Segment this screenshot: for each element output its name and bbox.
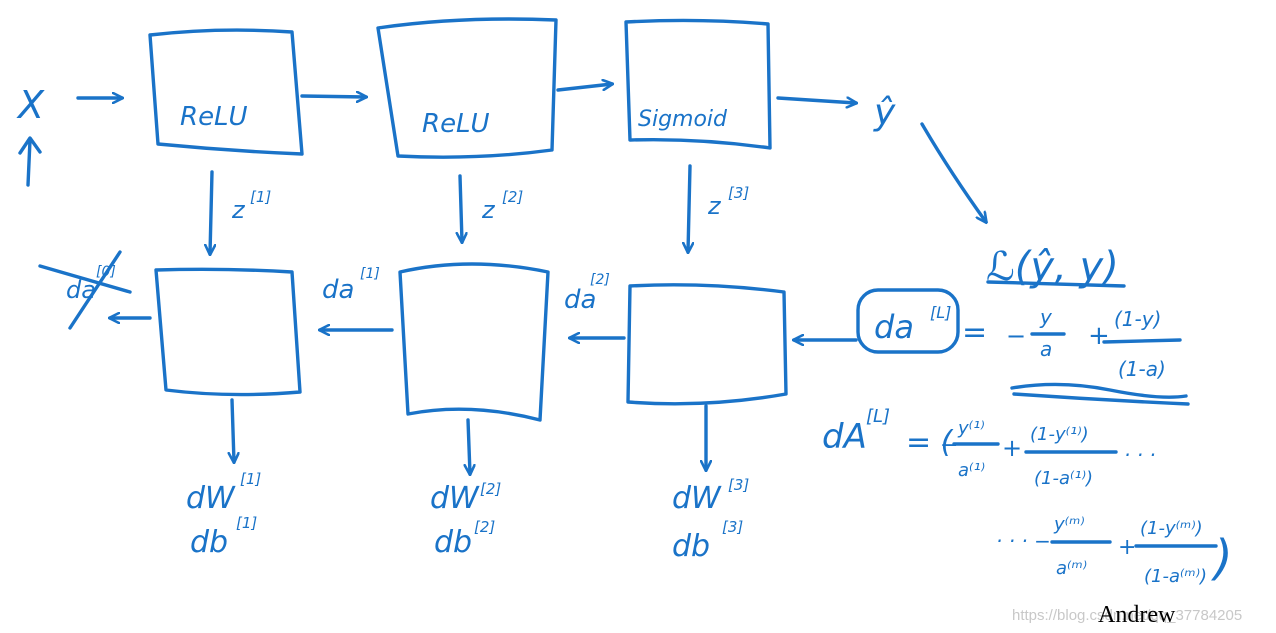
db-1-label: db [190,525,228,560]
cache-3-label: z [707,192,722,220]
formula1-frac1-num: y [1039,305,1053,329]
formula2-frac3-den: a⁽ᵐ⁾ [1056,558,1087,579]
formula1-equals: = [962,315,987,350]
forward-row: X ReLU ReLU Sigmoid ŷ [16,17,896,187]
arrow-relu1-to-relu2 [300,96,366,97]
da-L-label: da [874,308,914,346]
dw-1-sup: [1] [240,470,261,488]
formula2-frac3-num: y⁽ᵐ⁾ [1053,514,1085,535]
formula2-frac1-den: a⁽¹⁾ [958,460,985,481]
arrow-yhat-to-loss [920,122,986,222]
forward-box-sigmoid [624,18,772,150]
arrow-sigmoid-to-yhat [776,96,856,103]
backward-row: da [L] da [2] da [1] da [0] [38,250,960,422]
da-L-bubble [856,288,960,354]
formula1-minus: − [1006,322,1026,350]
backward-box-3 [626,283,788,406]
formula2-frac4-num: (1-y⁽ᵐ⁾) [1140,518,1203,539]
db-2-sup: [2] [474,518,495,536]
dw-3-sup: [3] [728,476,749,494]
cache-2-label: z [481,196,496,224]
dw-1-label: dW [186,481,236,516]
da-L-sup: [L] [930,303,951,322]
formula2-line2-lead: · · · − [996,529,1051,553]
forward-box-sigmoid-label: Sigmoid [638,107,728,132]
output-yhat-label: ŷ [873,92,896,133]
formula1-frac2-num: (1-y) [1114,307,1161,331]
db-3-sup: [3] [722,518,743,536]
dw-3-label: dW [672,481,722,516]
formula2-frac1-num: y⁽¹⁾ [957,418,985,439]
cache-1-sup: [1] [250,188,271,206]
db-2-label: db [434,525,472,560]
backward-box-1 [154,267,302,397]
formula2-dots: · · · [1124,443,1156,467]
formula2-plus2: + [1118,535,1136,560]
formula2-lhs-sup: [L] [866,406,890,427]
formula2-frac4-den: (1-a⁽ᵐ⁾) [1144,566,1207,587]
formula2-close-paren: ) [1211,530,1233,586]
cache-2-sup: [2] [502,188,523,206]
watermark-url: https://blog.csdn.net/qq_37784205 [1012,607,1242,624]
input-up-arrow [18,136,42,187]
formula1-frac2-bar [1102,338,1182,344]
forward-box-relu-1-label: ReLU [180,102,248,132]
arrow-relu2-to-sigmoid [556,84,612,92]
da-0-crossout [38,250,132,330]
formula2-frac2-den: (1-a⁽¹⁾) [1034,468,1093,489]
da-1-sup: [1] [360,266,380,282]
backward-box-2 [398,262,550,422]
gradient-outputs: dW [1] db [1] dW [2] db [2] dW [3] db [3… [186,398,749,564]
forward-box-relu-2-label: ReLU [422,109,490,139]
grad-arrow-1 [232,398,234,462]
formula1-scribble-underline [1010,382,1190,406]
formula2-plus: + [1002,434,1022,462]
formula2-equals-paren: = ( [906,425,954,460]
dw-2-label: dW [430,481,480,516]
cache-arrow-1 [210,170,212,254]
loss-underline [986,280,1126,288]
da-2-sup: [2] [590,272,610,288]
cache-arrows: z [1] z [2] z [3] [210,164,749,254]
formula1-frac2-den: (1-a) [1118,357,1166,381]
forward-box-relu-2 [376,17,558,159]
formula-da-L: = − y a + (1-y) (1-a) [962,305,1190,406]
cache-arrow-2 [460,174,462,242]
grad-arrow-2 [468,418,470,474]
author-credit: Andrew [1098,602,1176,628]
input-x-label: X [16,83,45,127]
db-3-label: db [672,529,710,564]
cache-1-label: z [231,196,246,224]
formula-dA-L: dA [L] = ( − y⁽¹⁾ a⁽¹⁾ + (1-y⁽¹⁾) (1-a⁽¹… [822,406,1233,587]
da-2-label: da [564,285,596,315]
formula1-plus: + [1088,321,1110,351]
formula2-lhs: dA [822,417,867,457]
cache-arrow-3 [688,164,690,252]
formula1-frac1-den: a [1040,337,1052,361]
da-1-label: da [322,275,354,305]
dw-2-sup: [2] [480,480,501,498]
formula2-minus: − [940,433,958,458]
db-1-sup: [1] [236,514,257,532]
cache-3-sup: [3] [728,184,749,202]
formula2-frac2-num: (1-y⁽¹⁾) [1030,424,1089,445]
forward-box-relu-1 [148,28,304,156]
